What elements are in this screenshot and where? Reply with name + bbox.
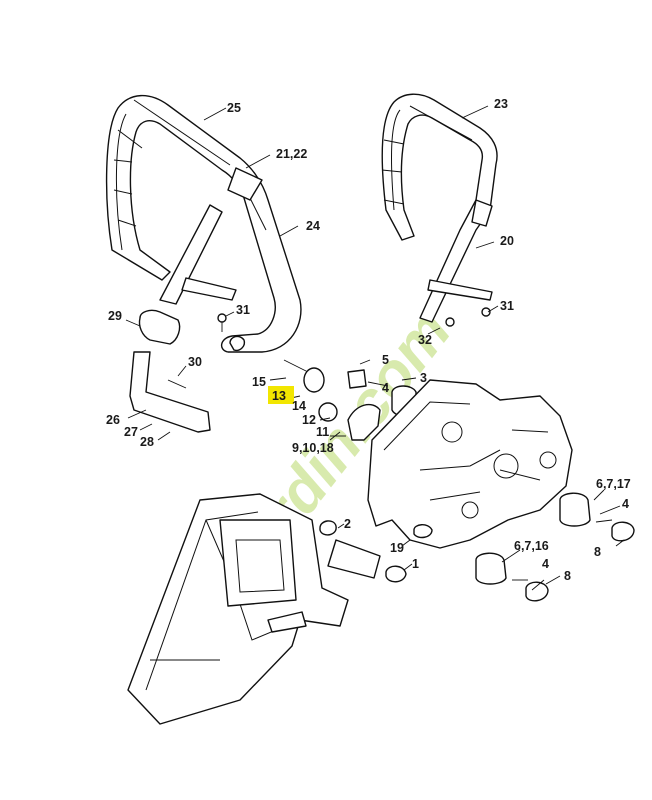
label-20: 20 <box>500 234 514 248</box>
label-32: 32 <box>418 333 432 347</box>
label-19: 19 <box>390 541 404 555</box>
label-29: 29 <box>108 309 122 323</box>
machine-housing <box>127 493 407 725</box>
label-27: 27 <box>124 425 138 439</box>
label-8-right: 8 <box>594 545 601 559</box>
right-buffers <box>475 492 635 602</box>
label-2: 2 <box>344 517 351 531</box>
label-21-22: 21,22 <box>276 147 307 161</box>
right-handle-bar <box>381 93 498 327</box>
part-labels: 25 21,22 24 23 20 31 31 32 29 30 26 27 2… <box>106 97 631 583</box>
label-24: 24 <box>306 219 320 233</box>
label-8-bottom: 8 <box>564 569 571 583</box>
label-31-right: 31 <box>500 299 514 313</box>
label-26: 26 <box>106 413 120 427</box>
label-11: 11 <box>316 425 329 439</box>
label-3: 3 <box>420 371 427 385</box>
label-6-7-16: 6,7,16 <box>514 539 549 553</box>
label-1: 1 <box>412 557 419 571</box>
label-4-bottom: 4 <box>542 557 549 571</box>
label-30: 30 <box>188 355 202 369</box>
crankcase <box>367 379 573 549</box>
label-9-10-18: 9,10,18 <box>292 441 334 455</box>
label-4-right: 4 <box>622 497 629 511</box>
label-28: 28 <box>140 435 154 449</box>
label-23: 23 <box>494 97 508 111</box>
highlight-13 <box>268 386 294 404</box>
label-15: 15 <box>252 375 266 389</box>
label-12: 12 <box>302 413 316 427</box>
left-handle-bar <box>105 94 302 433</box>
label-14: 14 <box>292 399 306 413</box>
label-13: 13 <box>272 389 286 403</box>
label-25: 25 <box>227 101 241 115</box>
label-5: 5 <box>382 353 389 367</box>
label-6-7-17: 6,7,17 <box>596 477 631 491</box>
label-31-left: 31 <box>236 303 250 317</box>
label-4-top: 4 <box>382 381 389 395</box>
